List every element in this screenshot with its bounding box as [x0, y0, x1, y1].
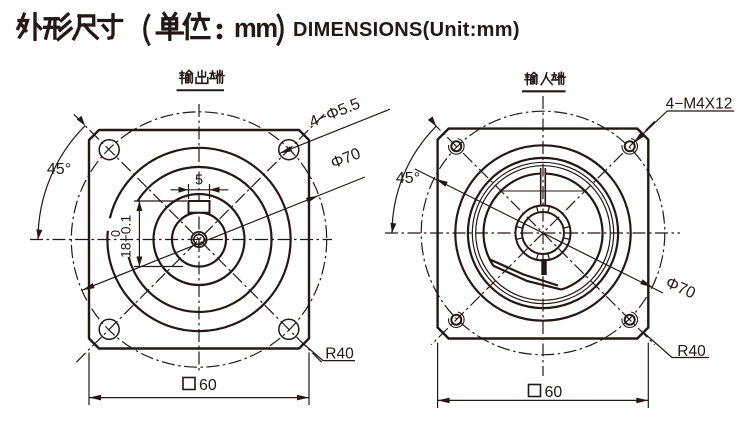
svg-text:R40: R40	[677, 343, 706, 360]
svg-text:R40: R40	[325, 346, 354, 363]
svg-text:60: 60	[199, 377, 217, 394]
svg-text:5: 5	[195, 173, 203, 189]
svg-text:18−0.1: 18−0.1	[118, 215, 134, 258]
svg-text:0: 0	[109, 230, 123, 237]
svg-text:45°: 45°	[396, 170, 420, 187]
svg-text:60: 60	[545, 384, 563, 401]
svg-text:4−M4X12: 4−M4X12	[666, 96, 733, 113]
svg-text:45°: 45°	[47, 161, 71, 178]
svg-text:DIMENSIONS(Unit:mm): DIMENSIONS(Unit:mm)	[293, 19, 520, 41]
svg-text:mm: mm	[234, 15, 277, 43]
